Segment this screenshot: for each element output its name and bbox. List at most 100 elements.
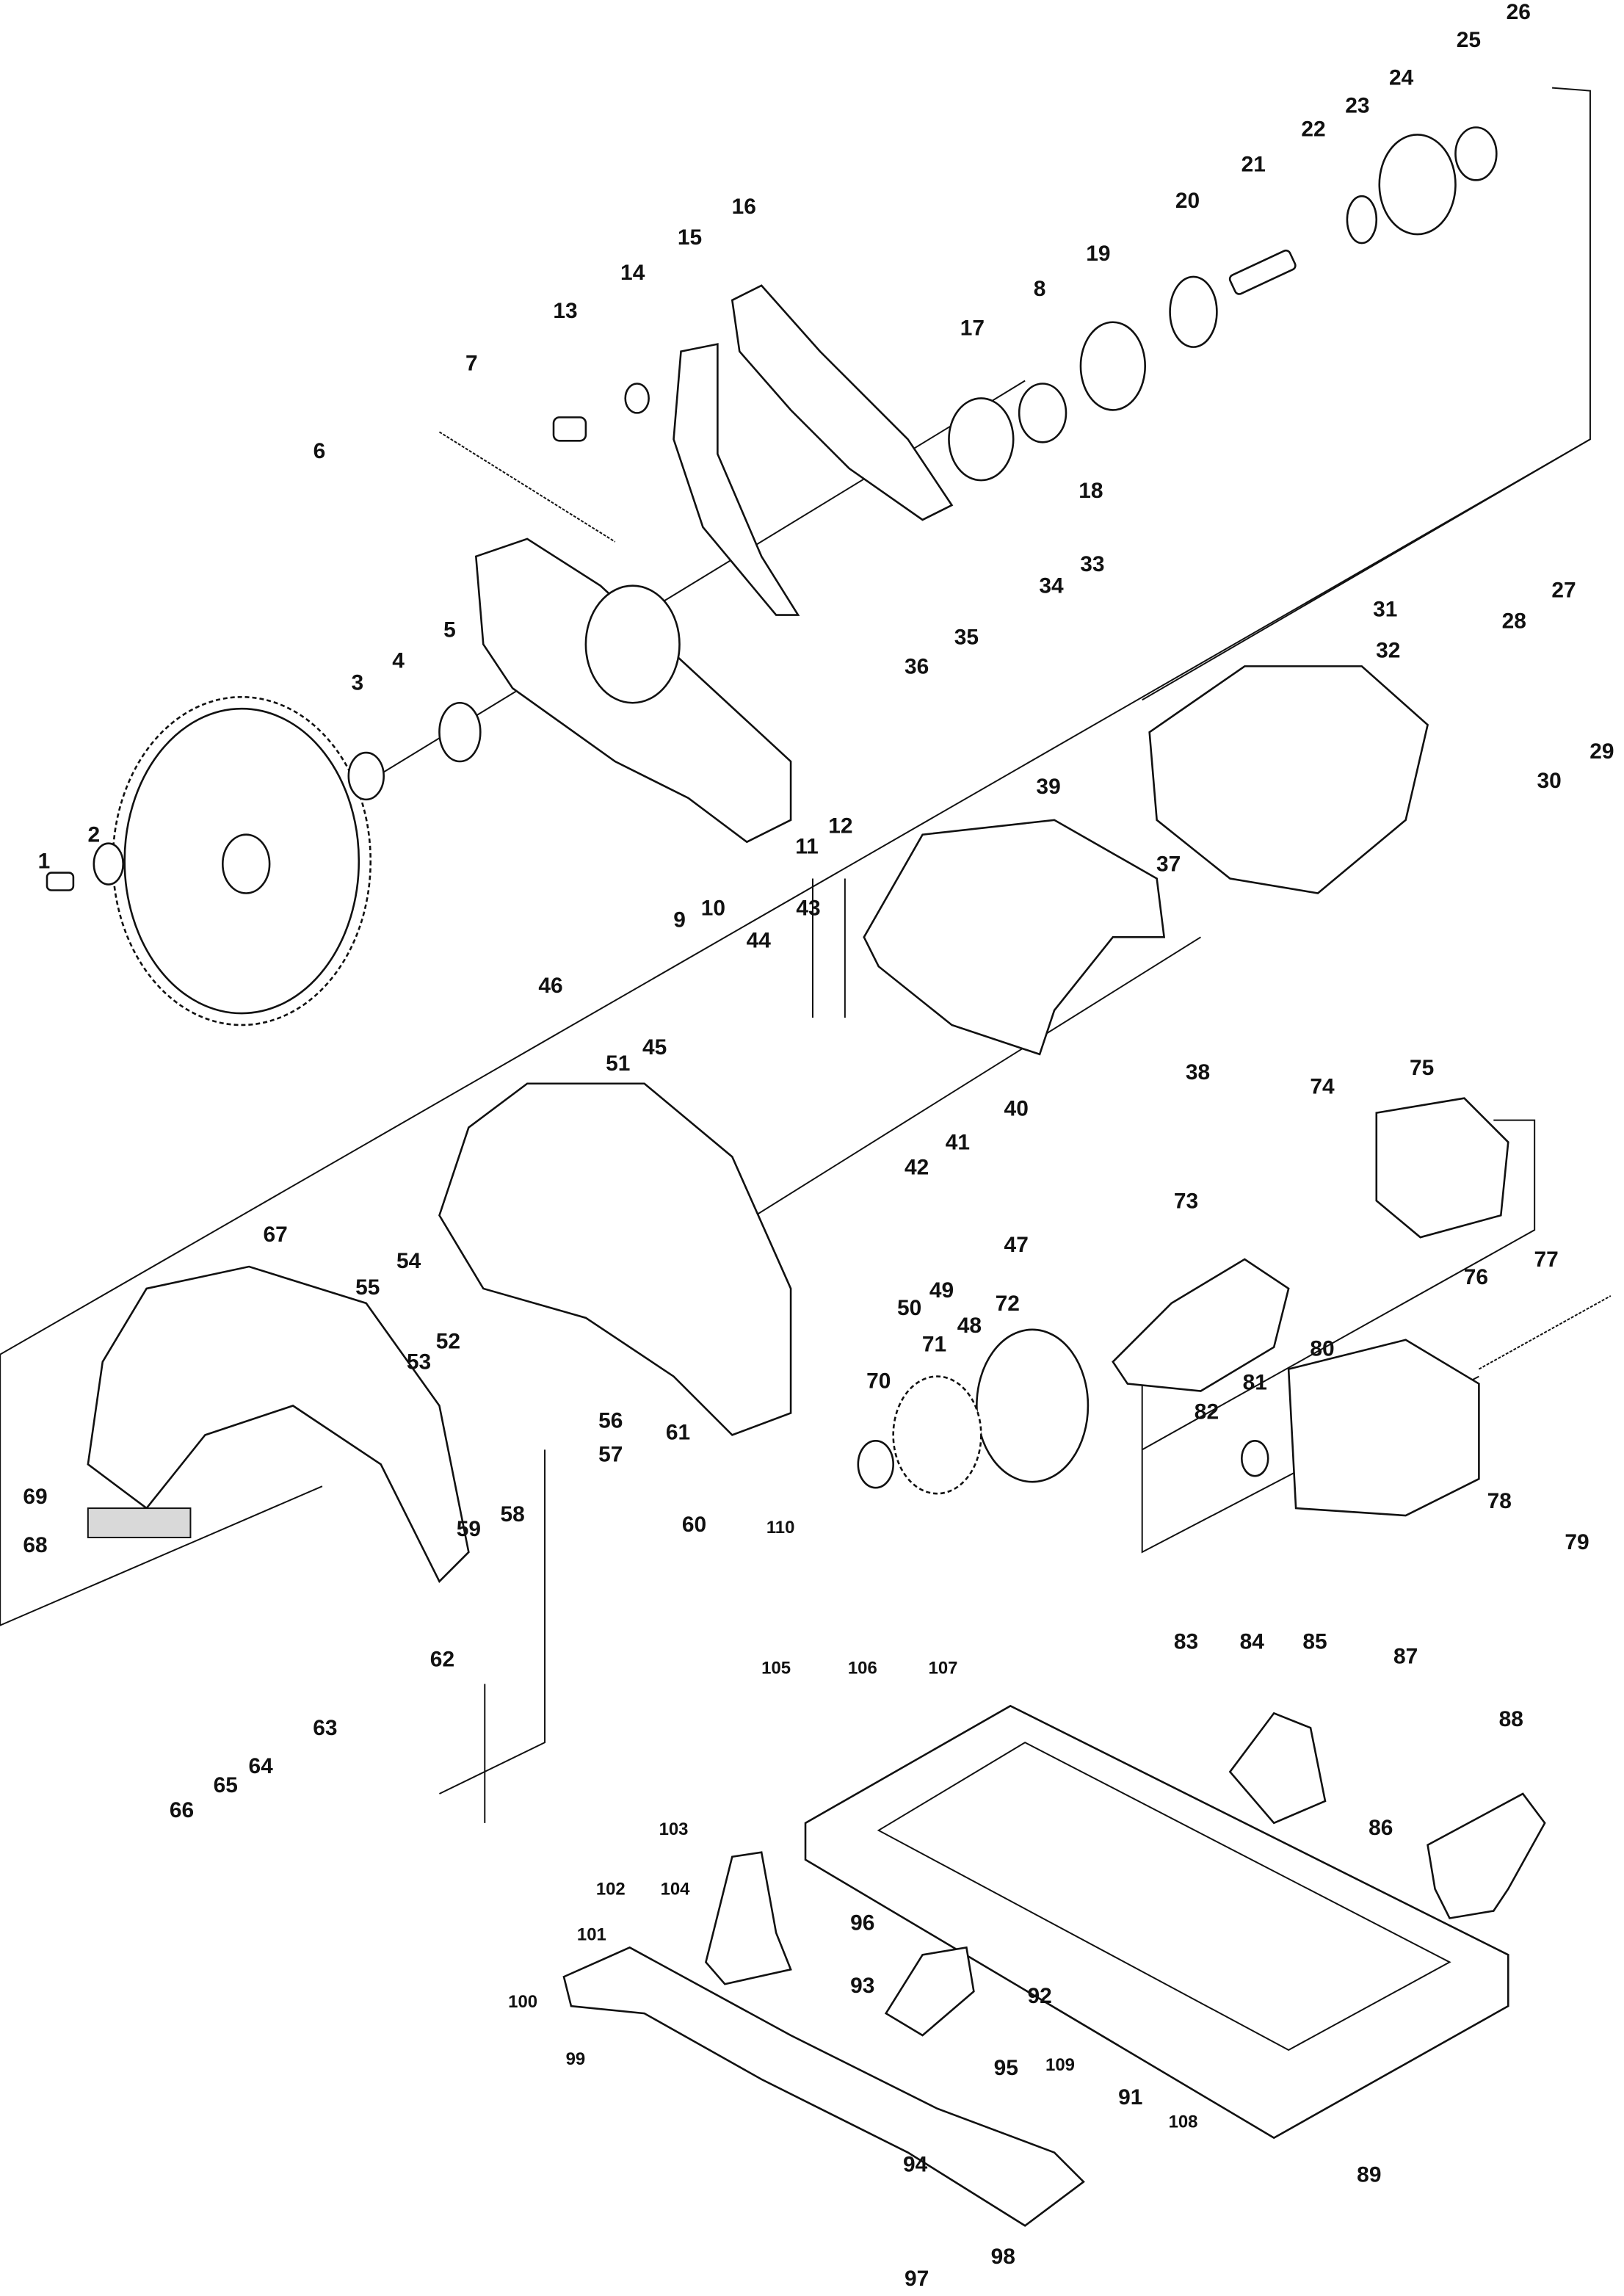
part-label-13: 13 [553,299,577,323]
part-label-102: 102 [596,1880,626,1900]
part-label-48: 48 [957,1314,982,1338]
small-parts [46,126,1498,891]
part-label-26: 26 [1507,0,1531,24]
part-label-49: 49 [929,1278,954,1303]
armature [1112,1258,1290,1392]
part-label-93: 93 [850,1974,874,1998]
part-label-94: 94 [903,2152,928,2176]
part-label-37: 37 [1156,852,1181,877]
gear-housing [1148,665,1429,894]
label-plate [87,1507,192,1538]
part-label-25: 25 [1457,28,1481,52]
part-label-23: 23 [1345,94,1369,118]
handle [1427,1792,1546,1919]
part-label-65: 65 [214,1773,238,1797]
part-label-36: 36 [905,654,929,678]
blade-case [438,1082,792,1436]
bearing [857,1440,894,1489]
part-label-87: 87 [1393,1644,1418,1668]
part-label-11: 11 [795,835,819,859]
part-label-44: 44 [747,928,772,952]
part-label-31: 31 [1373,598,1397,622]
baffle [976,1328,1090,1483]
part-label-98: 98 [991,2245,1015,2269]
part-label-106: 106 [848,1658,877,1678]
part-label-83: 83 [1174,1630,1198,1654]
part-label-19: 19 [1086,242,1110,266]
part-label-7: 7 [465,352,478,376]
part-label-97: 97 [905,2267,929,2291]
part-label-101: 101 [577,1924,606,1944]
guard-bore [584,584,681,704]
part-label-95: 95 [994,2056,1018,2080]
part-label-5: 5 [443,618,456,642]
part-label-16: 16 [732,195,756,219]
part-label-56: 56 [598,1408,623,1433]
part-label-3: 3 [351,670,363,695]
part-label-105: 105 [761,1658,791,1678]
part-label-21: 21 [1241,152,1266,176]
part-label-85: 85 [1302,1630,1327,1654]
part-label-75: 75 [1410,1056,1434,1080]
part-label-86: 86 [1369,1816,1393,1840]
guard-plate [731,284,954,521]
part-label-58: 58 [501,1502,525,1527]
part-label-6: 6 [313,439,326,463]
part-label-82: 82 [1195,1399,1219,1424]
part-label-14: 14 [620,261,645,285]
part-label-35: 35 [954,625,979,649]
part-label-73: 73 [1174,1189,1198,1213]
part-label-57: 57 [598,1442,623,1466]
part-label-8: 8 [1034,277,1046,301]
part-label-92: 92 [1027,1984,1051,2008]
part-label-99: 99 [566,2049,586,2069]
part-label-34: 34 [1039,574,1064,598]
part-label-38: 38 [1186,1060,1210,1084]
part-label-67: 67 [263,1223,287,1247]
part-label-28: 28 [1502,609,1526,634]
part-label-81: 81 [1243,1371,1267,1395]
bracket-104 [704,1851,792,1985]
part-label-107: 107 [929,1658,958,1678]
part-label-61: 61 [666,1420,690,1444]
part-label-39: 39 [1036,775,1060,799]
part-label-77: 77 [1534,1247,1558,1272]
part-label-62: 62 [430,1647,454,1671]
part-label-45: 45 [642,1035,667,1060]
bearing-81 [1241,1440,1269,1477]
bracket-84 [1228,1712,1327,1825]
lever-arm [673,343,800,616]
part-label-53: 53 [407,1350,431,1375]
part-label-15: 15 [678,225,702,250]
part-label-18: 18 [1079,479,1103,503]
part-label-103: 103 [659,1819,689,1839]
part-label-40: 40 [1004,1097,1029,1121]
part-label-66: 66 [170,1798,194,1822]
part-label-63: 63 [313,1716,337,1740]
part-label-46: 46 [538,974,562,998]
part-label-76: 76 [1464,1265,1488,1289]
part-label-27: 27 [1551,579,1576,603]
gear [892,1375,982,1495]
field-housing [1287,1339,1480,1517]
part-label-108: 108 [1169,2112,1198,2132]
part-label-33: 33 [1080,552,1104,576]
part-label-100: 100 [508,1992,537,2012]
base-plate [804,1704,1509,2140]
base-ribbing [877,1742,1451,2051]
part-label-47: 47 [1004,1233,1029,1257]
part-label-52: 52 [436,1330,460,1354]
part-label-80: 80 [1310,1337,1334,1361]
part-label-104: 104 [661,1880,691,1900]
part-label-17: 17 [960,316,985,341]
part-label-50: 50 [897,1296,921,1320]
part-label-59: 59 [457,1517,481,1541]
housing-cover [863,819,1166,1056]
part-label-51: 51 [606,1051,630,1076]
part-label-68: 68 [23,1533,47,1557]
part-label-54: 54 [396,1249,421,1273]
part-label-74: 74 [1310,1075,1335,1099]
part-label-42: 42 [905,1155,929,1179]
brush-holder [1375,1097,1509,1239]
